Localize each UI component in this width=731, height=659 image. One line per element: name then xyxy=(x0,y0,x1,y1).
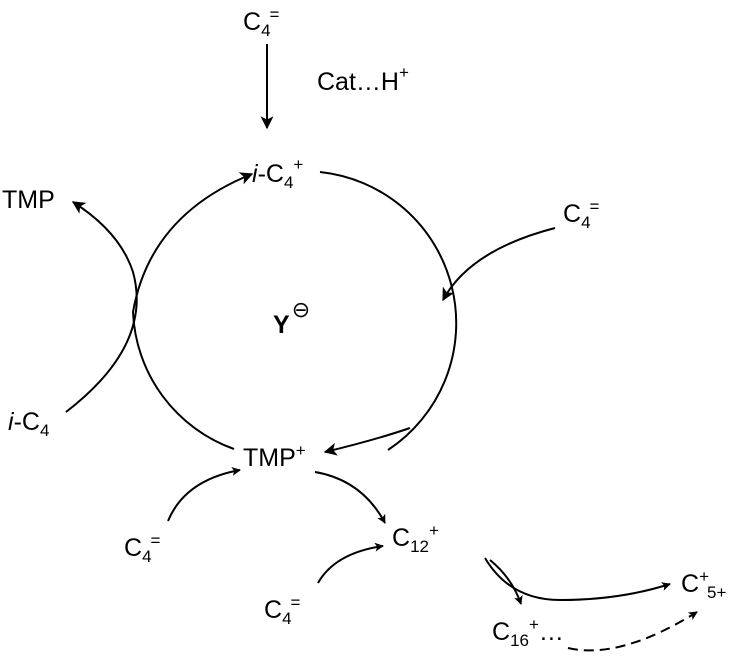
label-i-c4-left: i-C4 xyxy=(8,408,49,440)
arrow-to-tmp-product xyxy=(65,201,138,413)
arrow-c4-to-c12 xyxy=(317,542,384,584)
label-c4-bottom: C4= xyxy=(264,593,301,628)
arc-icycle-left xyxy=(132,311,235,450)
label-c4-lower-left: C4= xyxy=(124,531,161,566)
label-tmp-product: TMP xyxy=(2,186,55,214)
label-c4-right: C4= xyxy=(563,197,600,232)
arrow-tmp-plus-to-c12 xyxy=(314,471,386,524)
arrow-to-tmp-plus xyxy=(323,427,411,456)
label-c16-plus: C16+… xyxy=(492,615,564,650)
label-c12-plus: C12+ xyxy=(392,521,439,556)
label-tmp-plus: TMP+ xyxy=(243,441,306,472)
label-anion: Y⊖ xyxy=(273,297,310,339)
arrow-c12-to-c5 xyxy=(484,557,671,602)
label-i-c4-plus: i-C4+ xyxy=(252,155,303,192)
label-c4-top: C4= xyxy=(243,5,280,40)
label-catalyst: Cat…H+ xyxy=(317,63,409,96)
label-c5-plus: C+5+ xyxy=(681,567,726,602)
arc-icycle-top-right xyxy=(319,171,458,451)
arrow-c12-to-c16 xyxy=(489,559,523,605)
arrow-c4-to-tmp-plus xyxy=(167,467,241,522)
arrow-to-i-c4-plus xyxy=(132,172,254,313)
arrow-c4-right-in xyxy=(442,227,556,302)
arrow-c16-to-c5-dashed xyxy=(567,611,698,652)
